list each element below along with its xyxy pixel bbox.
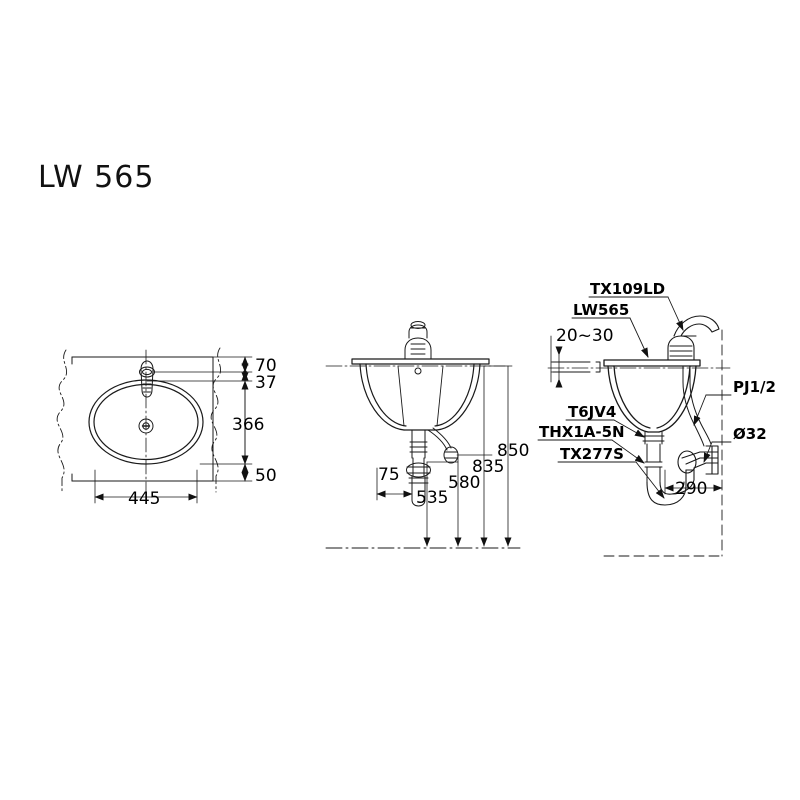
- plan-faucet: [139, 360, 155, 398]
- plan-dimension-labels: 70 37 366 50 445: [128, 356, 277, 509]
- part-label-dia32: Ø32: [733, 425, 767, 443]
- side-label-leaders: [537, 296, 732, 499]
- plan-break-line-left: [56, 349, 68, 493]
- plan-dim-50: 50: [255, 466, 277, 486]
- side-dim-20-30: 20~30: [556, 326, 614, 346]
- page-title: LW 565: [38, 160, 155, 195]
- side-counter-slab: [603, 359, 701, 367]
- side-faucet: [667, 315, 720, 361]
- plan-dim-366: 366: [232, 415, 264, 435]
- part-label-lw565: LW565: [573, 301, 629, 319]
- front-dim-580: 580: [448, 473, 480, 493]
- plan-view: [56, 347, 253, 504]
- part-label-thx1a-5n: THX1A-5N: [539, 423, 625, 441]
- front-elevation-view: [325, 321, 521, 549]
- side-dim-20-30: [550, 335, 573, 388]
- side-dim-290: [664, 469, 723, 495]
- side-dimension-labels: 20~30 290: [556, 326, 707, 499]
- part-label-pj1-2: PJ1/2: [733, 378, 776, 396]
- side-waste-to-wall: [677, 445, 719, 475]
- side-section-view: [537, 296, 732, 557]
- front-bowl-outline: [359, 363, 481, 431]
- plan-vertical-dim-line: [241, 356, 249, 482]
- front-dim-535: 535: [416, 488, 448, 508]
- front-dimension-labels: 75 535 580 835 850: [378, 441, 529, 508]
- front-drain-assembly: [409, 367, 428, 477]
- front-dim-835: 835: [472, 457, 504, 477]
- front-dim-75: [376, 467, 413, 501]
- front-supply-pipe: [427, 427, 459, 464]
- plan-break-line-right: [210, 347, 222, 493]
- plan-dim-70: 70: [255, 356, 277, 376]
- front-faucet: [404, 321, 432, 360]
- side-part-labels: TX109LD LW565 T6JV4 THX1A-5N TX277S PJ1/…: [539, 280, 776, 463]
- part-label-tx109ld: TX109LD: [590, 280, 665, 298]
- plan-dim-37: 37: [255, 373, 277, 393]
- side-supply-hose: [682, 365, 712, 447]
- plan-width-dim: [94, 469, 198, 504]
- front-dim-850: 850: [497, 441, 529, 461]
- plan-dim-445: 445: [128, 489, 160, 509]
- plan-extension-lines: [146, 356, 253, 482]
- side-dim-290: 290: [675, 479, 707, 499]
- side-counter-left-edge: [552, 361, 601, 373]
- side-drain-assembly: [642, 431, 665, 483]
- front-bowl-inner-lines: [397, 365, 444, 427]
- front-counter-slab: [351, 358, 490, 365]
- part-label-t6jv4: T6JV4: [568, 403, 616, 421]
- front-dim-75: 75: [378, 465, 400, 485]
- part-label-tx277s: TX277S: [560, 445, 624, 463]
- front-trap-nut: [406, 462, 431, 478]
- front-vertical-dims: [423, 365, 513, 547]
